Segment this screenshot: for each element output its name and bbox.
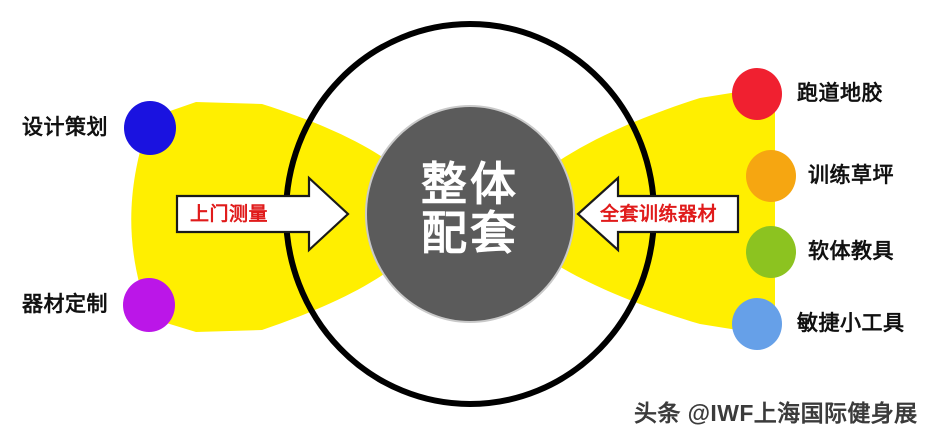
input-label-1: 器材定制 <box>22 293 108 316</box>
input-label-0: 设计策划 <box>22 116 108 139</box>
arrow-inbound-shape <box>175 175 350 253</box>
output-label-0: 跑道地胶 <box>797 82 883 105</box>
hub-text: 整体 配套 <box>370 160 570 258</box>
output-label-3: 敏捷小工具 <box>797 312 905 335</box>
output-dot-1[interactable] <box>746 150 796 202</box>
output-dot-2[interactable] <box>746 226 796 278</box>
hub-text-line2: 配套 <box>421 206 519 259</box>
output-dot-3[interactable] <box>732 298 782 350</box>
output-dot-0[interactable] <box>732 68 782 120</box>
arrow-inbound-label: 上门测量 <box>190 204 269 225</box>
hub-text-line1: 整体 <box>421 158 519 210</box>
output-label-1: 训练草坪 <box>808 164 894 187</box>
arrow-outbound-label: 全套训练器材 <box>600 204 718 225</box>
arrow-outbound-shape <box>576 175 740 253</box>
input-dot-0[interactable] <box>124 101 176 155</box>
output-label-2: 软体教具 <box>808 240 894 263</box>
input-dot-1[interactable] <box>123 278 175 332</box>
watermark-text: 头条 @IWF上海国际健身展 <box>634 400 918 426</box>
hub-circle <box>365 105 575 323</box>
